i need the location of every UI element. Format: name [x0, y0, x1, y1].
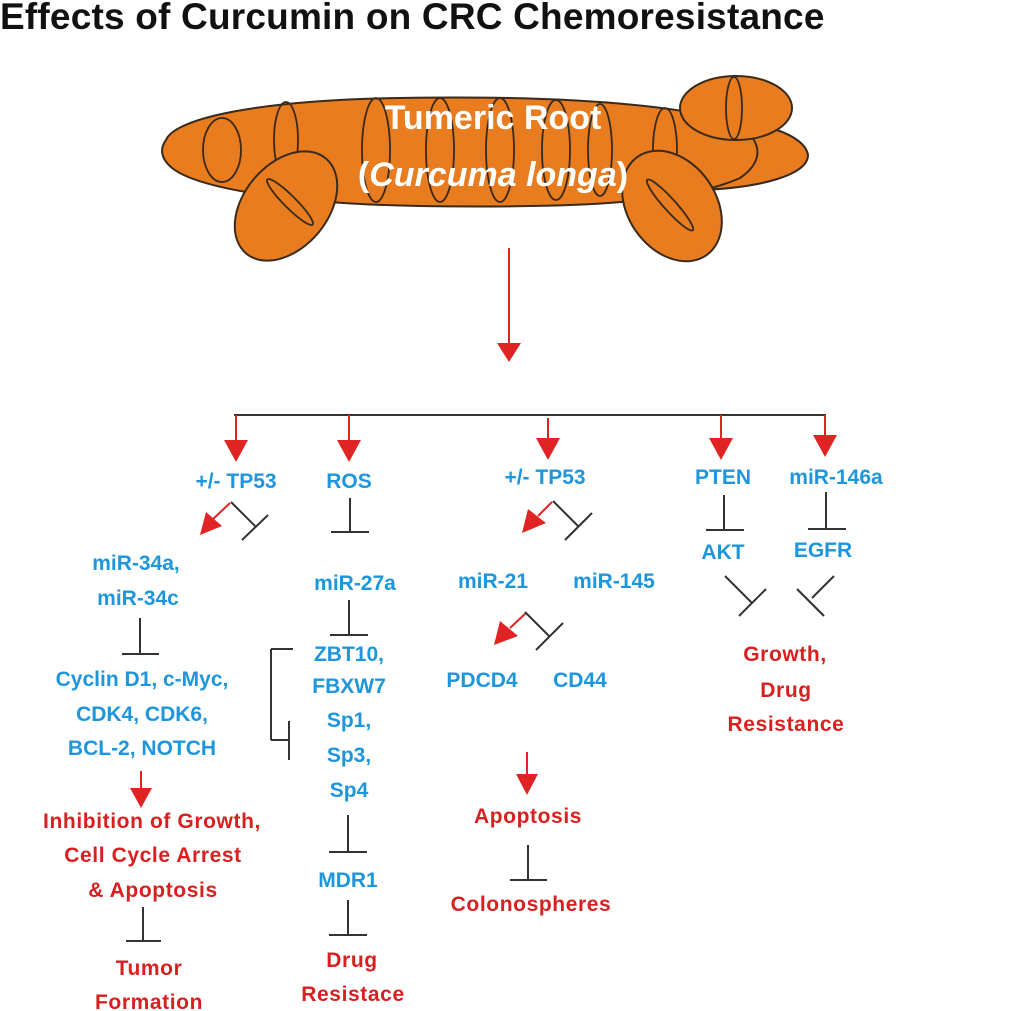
diagram-title: Effects of Curcumin on CRC Chemoresistan… [0, 0, 825, 37]
node-pdcd4: PDCD4 [446, 669, 518, 692]
inhibition-symbol [510, 845, 547, 881]
root-right-bud [621, 149, 723, 263]
outcome-apoptosis-left: & Apoptosis [88, 879, 217, 902]
node-sp4: Sp4 [330, 779, 369, 802]
node-mir-27a: miR-27a [314, 572, 396, 595]
node-akt: AKT [701, 541, 744, 564]
root-label-paren-open: ( [358, 156, 370, 194]
root-ring [266, 178, 314, 226]
outcome-growth: Growth, [743, 643, 827, 666]
root-ring [645, 178, 695, 232]
node-mir-34c: miR-34c [97, 587, 179, 610]
inhibition-symbol [230, 501, 269, 541]
node-targets-line1: Cyclin D1, c-Myc, [56, 668, 229, 691]
node-pten: PTEN [695, 466, 751, 489]
root-ring [587, 103, 613, 197]
node-tp53-left: +/- TP53 [195, 470, 276, 493]
inhibition-symbol [552, 500, 593, 541]
activation-arrow [516, 752, 538, 795]
outcome-resistance: Resistance [728, 713, 845, 736]
node-mir-146a: miR-146a [789, 466, 883, 489]
inhibition-symbol [126, 907, 161, 942]
outcome-inhibition-growth: Inhibition of Growth, [43, 810, 261, 833]
main-activation-arrow [497, 248, 521, 362]
root-ring [361, 97, 391, 203]
final-tumor: Tumor [116, 957, 183, 980]
branch-arrow [709, 415, 733, 460]
inhibition-symbol [724, 575, 767, 617]
node-targets-line2: CDK4, CDK6, [76, 703, 208, 726]
inhibition-symbol [524, 611, 564, 651]
node-zbt10: ZBT10, [314, 643, 384, 666]
root-top-knob [679, 75, 793, 141]
activation-arrow [130, 771, 152, 808]
activation-arrow [494, 612, 527, 645]
turmeric-root-illustration: Tumeric Root (Curcuma longa) [161, 75, 810, 263]
node-cd44: CD44 [553, 669, 607, 692]
inhibition-symbol [122, 618, 159, 655]
final-formation: Formation [95, 991, 203, 1011]
root-ring [485, 97, 515, 203]
outcome-cell-cycle-arrest: Cell Cycle Arrest [64, 844, 242, 867]
branch-arrow [536, 418, 560, 460]
inhibition-symbol [808, 492, 846, 530]
feedback-inhibition-bracket [270, 648, 293, 760]
inhibition-symbol [706, 495, 744, 531]
root-label-line2: (Curcuma longa) [358, 156, 628, 194]
activation-arrow [522, 501, 553, 533]
node-mir-145: miR-145 [573, 570, 655, 593]
inhibition-symbol [329, 815, 367, 853]
root-ring [541, 99, 571, 201]
activation-arrow [200, 502, 231, 535]
node-sp1: Sp1, [327, 709, 371, 732]
final-drug: Drug [326, 949, 377, 972]
node-mir-34a: miR-34a, [92, 552, 180, 575]
final-resistace: Resistace [301, 983, 404, 1006]
node-sp3: Sp3, [327, 744, 371, 767]
root-ring [202, 117, 242, 183]
node-targets-line3: BCL-2, NOTCH [68, 737, 216, 760]
branch-arrow [813, 415, 837, 457]
root-label-line1: Tumeric Root [385, 99, 602, 137]
outcome-apoptosis-center: Apoptosis [474, 805, 582, 828]
root-label-paren-close: ) [617, 156, 628, 194]
root-ring [425, 97, 455, 203]
inhibition-symbol [329, 900, 367, 936]
node-egfr: EGFR [794, 539, 852, 562]
node-mdr1: MDR1 [318, 869, 378, 892]
node-ros: ROS [326, 470, 372, 493]
branch-arrow [224, 415, 248, 462]
inhibition-symbol [331, 498, 369, 533]
root-ring [725, 76, 743, 140]
branch-arrow [337, 415, 361, 462]
inhibition-symbol [330, 600, 368, 636]
final-colonospheres: Colonospheres [451, 893, 612, 916]
node-mir-21: miR-21 [458, 570, 528, 593]
root-label-species: Curcuma longa [369, 156, 616, 194]
inhibition-symbol [796, 575, 835, 617]
node-fbxw7: FBXW7 [312, 675, 386, 698]
outcome-drug: Drug [760, 679, 811, 702]
node-tp53-center: +/- TP53 [504, 466, 585, 489]
